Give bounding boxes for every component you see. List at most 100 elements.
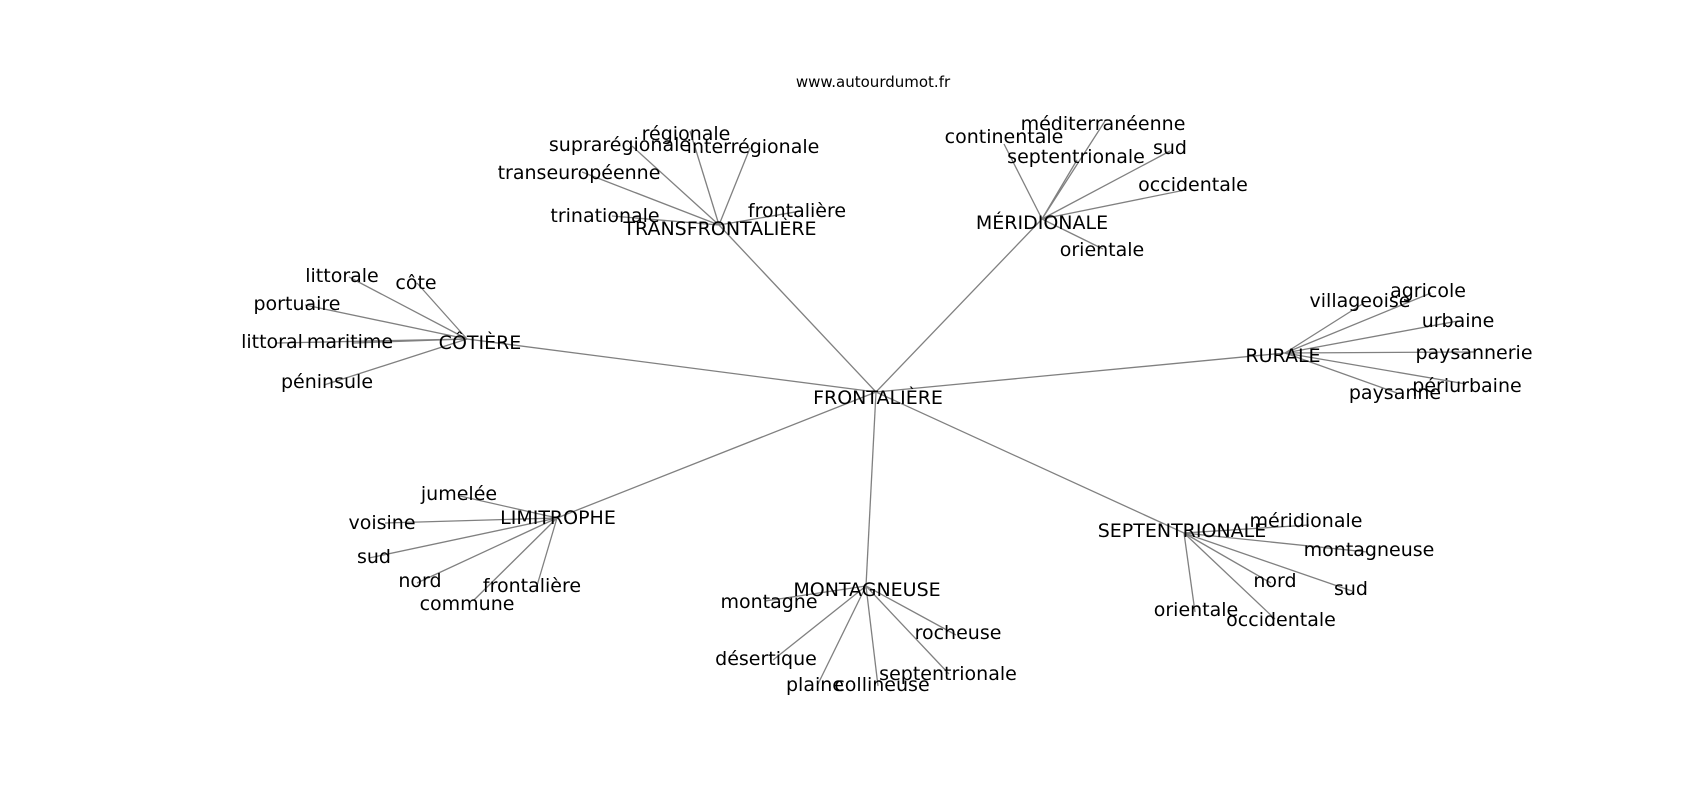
leaf-node: occidentale	[1138, 174, 1248, 196]
leaf-node: jumelée	[420, 483, 497, 505]
edge-hub-to-leaf	[535, 517, 558, 590]
leaf-node: villageoise	[1310, 290, 1411, 312]
edge-hub-to-leaf	[1284, 292, 1432, 354]
edge-hub-to-leaf	[384, 517, 558, 524]
edge-hub-to-leaf	[1041, 189, 1186, 220]
edge-hub-to-leaf	[1284, 302, 1365, 354]
edge-center-to-hub	[875, 391, 1185, 534]
edge-hub-to-leaf	[772, 585, 867, 661]
leaf-node: côte	[395, 272, 436, 294]
labels-layer: FRONTALIÈRE TRANSFRONTALIÈRE régionalesupr…	[241, 113, 1532, 696]
leaf-node: interrégionale	[687, 136, 820, 158]
leaf-node: orientale	[1060, 239, 1145, 261]
leaf-node: sud	[1153, 137, 1187, 159]
edge-hub-to-leaf	[416, 517, 558, 584]
leaf-node: sud	[357, 546, 391, 568]
hub-node: TRANSFRONTALIÈRE	[622, 217, 816, 240]
edge-hub-to-leaf	[865, 585, 879, 687]
edge-hub-to-leaf	[764, 585, 867, 602]
edge-hub-to-leaf	[865, 585, 950, 675]
leaf-node: voisine	[348, 512, 415, 534]
edge-hub-to-leaf	[611, 215, 720, 226]
leaf-node: désertique	[715, 648, 817, 670]
edge-hub-to-leaf	[416, 282, 468, 340]
leaf-node: trinationale	[550, 205, 659, 227]
leaf-node: littorale	[305, 265, 379, 287]
leaf-node: occidentale	[1226, 609, 1336, 631]
leaf-node: montagne	[720, 591, 817, 613]
edge-hub-to-leaf	[352, 338, 468, 344]
edge-hub-to-leaf	[1041, 159, 1078, 220]
edge-center-to-hub	[865, 391, 877, 587]
leaf-node: littoral	[241, 331, 303, 353]
edge-hub-to-leaf	[1041, 218, 1104, 250]
edge-center-to-hub	[875, 352, 1286, 393]
edge-hub-to-leaf	[323, 338, 468, 386]
edge-hub-to-leaf	[865, 585, 957, 636]
edge-hub-to-leaf	[1041, 120, 1106, 220]
leaf-node: méridionale	[1250, 510, 1363, 532]
edge-hub-to-leaf	[1284, 320, 1459, 354]
edge-hub-to-leaf	[1183, 532, 1368, 553]
edge-hub-to-leaf	[631, 145, 720, 226]
leaf-node: paysannerie	[1415, 342, 1532, 364]
edge-hub-to-leaf	[368, 517, 558, 559]
edge-center-to-hub	[875, 218, 1043, 393]
edges-layer	[276, 120, 1476, 687]
hub-node: LIMITROPHE	[500, 507, 616, 529]
edge-center-to-hub	[466, 338, 877, 393]
hub-node: CÔTIÈRE	[439, 330, 522, 354]
edge-hub-to-leaf	[1041, 150, 1171, 220]
hub-node: SEPTENTRIONALE	[1098, 520, 1267, 542]
edge-hub-to-leaf	[689, 130, 720, 226]
leaf-node: collineuse	[834, 674, 929, 696]
edge-hub-to-leaf	[459, 495, 558, 519]
center-node: FRONTALIÈRE	[813, 386, 943, 409]
leaf-node: commune	[420, 593, 515, 615]
leaf-node: frontalière	[748, 200, 846, 222]
edge-hub-to-leaf	[1183, 532, 1272, 584]
edge-hub-to-leaf	[1284, 352, 1398, 394]
leaf-node: transeuropéenne	[498, 162, 661, 184]
leaf-node: maritime	[307, 331, 393, 353]
edge-hub-to-leaf	[1183, 532, 1276, 620]
leaf-node: rocheuse	[915, 622, 1002, 644]
leaf-node: nord	[1253, 570, 1296, 592]
leaf-node: montagneuse	[1304, 539, 1435, 561]
edge-hub-to-leaf	[1284, 352, 1467, 385]
edge-hub-to-leaf	[718, 210, 802, 226]
leaf-node: septentrionale	[879, 663, 1017, 685]
edge-hub-to-leaf	[1284, 351, 1476, 354]
edge-hub-to-leaf	[1183, 532, 1353, 592]
edge-hub-to-leaf	[304, 304, 468, 340]
leaf-node: urbaine	[1422, 310, 1495, 332]
leaf-node: frontalière	[483, 575, 581, 597]
watermark-text: www.autourdumot.fr	[796, 73, 951, 91]
edge-hub-to-leaf	[817, 585, 867, 685]
edge-hub-to-leaf	[473, 517, 558, 601]
edge-hub-to-leaf	[718, 147, 751, 226]
edge-hub-to-leaf	[1183, 524, 1310, 534]
leaf-node: méditerranéenne	[1021, 113, 1186, 135]
leaf-node: orientale	[1154, 599, 1239, 621]
leaf-node: plaine	[786, 674, 844, 696]
leaf-node: paysanne	[1349, 382, 1441, 404]
edge-hub-to-leaf	[348, 276, 468, 340]
edge-hub-to-leaf	[1183, 532, 1196, 613]
hub-node: MÉRIDIONALE	[976, 211, 1108, 234]
edge-hub-to-leaf	[581, 171, 720, 226]
edge-center-to-hub	[556, 391, 877, 519]
leaf-node: agricole	[1390, 280, 1466, 302]
leaf-node: suprarégionale	[549, 134, 691, 156]
leaf-node: péninsule	[281, 371, 373, 393]
leaf-node: portuaire	[254, 293, 341, 315]
leaf-node: périurbaine	[1412, 375, 1521, 397]
edge-center-to-hub	[718, 224, 877, 393]
leaf-node: continentale	[945, 126, 1064, 148]
hub-node: RURALE	[1245, 345, 1320, 367]
leaf-node: régionale	[642, 123, 731, 145]
hub-node: MONTAGNEUSE	[793, 579, 940, 601]
leaf-node: septentrionale	[1007, 146, 1145, 168]
leaf-node: nord	[398, 570, 441, 592]
